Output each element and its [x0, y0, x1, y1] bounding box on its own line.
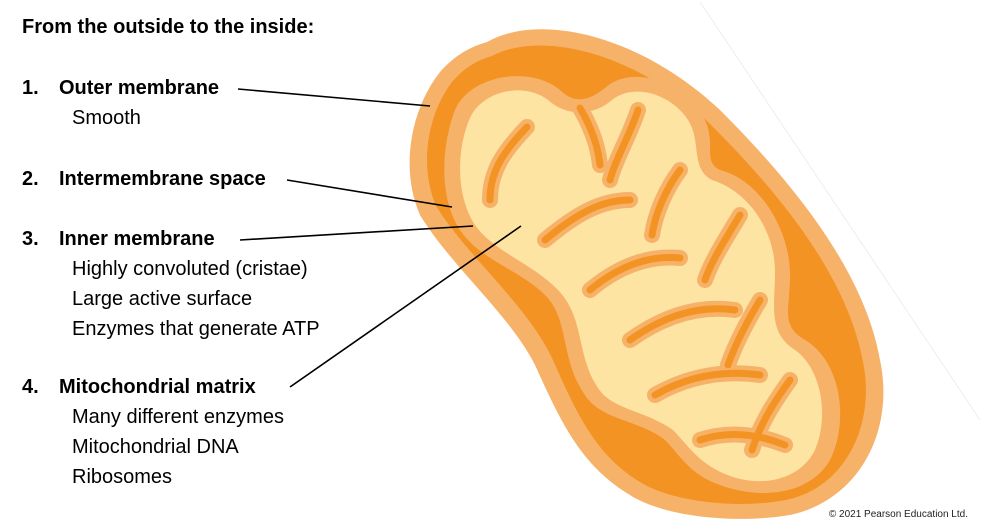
matrix-shape — [460, 90, 823, 482]
item-number: 3. — [22, 228, 39, 250]
label-mitochondrial-matrix: 4. Mitochondrial matrix — [22, 376, 256, 399]
leader-line-matrix — [289, 225, 522, 388]
item-number: 4. — [22, 376, 39, 398]
leader-line-intermembrane-space — [286, 179, 453, 208]
item-title: Intermembrane space — [59, 168, 266, 190]
item-title: Mitochondrial matrix — [59, 376, 256, 398]
diagram-heading: From the outside to the inside: — [22, 16, 315, 38]
cristae-core — [486, 104, 794, 454]
label-intermembrane-space: 2. Intermembrane space — [22, 168, 266, 191]
label-inner-membrane: 3. Inner membrane — [22, 228, 215, 251]
detail-enzymes: Many different enzymes — [72, 406, 284, 428]
leader-line-inner-membrane — [239, 225, 474, 241]
item-number: 2. — [22, 168, 39, 190]
background-line — [699, 1, 981, 421]
copyright-notice: © 2021 Pearson Education Ltd. — [828, 509, 968, 520]
detail-smooth: Smooth — [72, 107, 141, 129]
leader-line-outer-membrane — [237, 88, 431, 107]
detail-cristae: Highly convoluted (cristae) — [72, 258, 308, 280]
detail-active-surface: Large active surface — [72, 288, 253, 310]
label-outer-membrane: 1. Outer membrane — [22, 77, 219, 100]
item-title: Outer membrane — [59, 77, 220, 99]
detail-ribosomes: Ribosomes — [72, 466, 173, 488]
item-number: 1. — [22, 77, 39, 99]
item-title: Inner membrane — [59, 228, 215, 250]
detail-mtdna: Mitochondrial DNA — [72, 436, 239, 458]
detail-atp-enzymes: Enzymes that generate ATP — [72, 318, 320, 340]
